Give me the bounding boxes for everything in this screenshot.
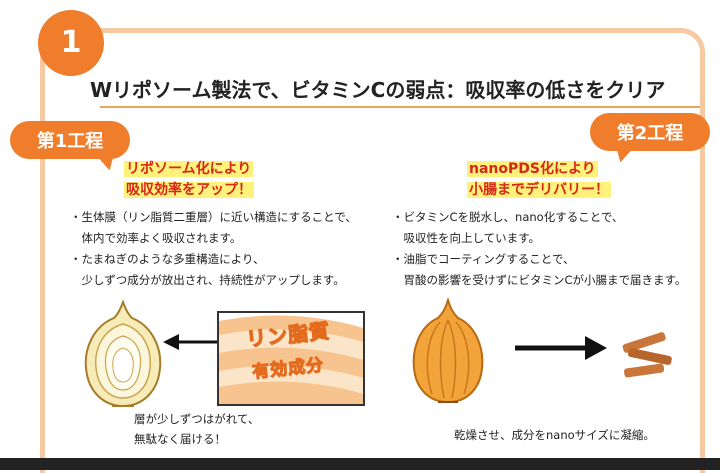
arrow-right-icon [515, 336, 607, 360]
step-number-badge: 1 [38, 10, 104, 76]
step1-caption-line1: 層が少しずつはがれて、 [134, 412, 260, 426]
step2-headline-line2: 小腸までデリバリー！ [467, 182, 611, 198]
step2-bullets: ・ビタミンCを脱水し、nano化することで、 吸収性を向上しています。 ・油脂で… [392, 207, 686, 291]
step2-headline-line1: nanoPDS化により [467, 161, 598, 177]
step1-caption: 層が少しずつはがれて、 無駄なく届ける！ [134, 409, 259, 449]
step1-bullets: ・生体膜（リン脂質二重層）に近い構造にすることで、 体内で効率よく吸収されます。… [70, 207, 357, 291]
step2-caption: 乾燥させ、成分をnanoサイズに凝縮。 [454, 428, 655, 442]
step1-headline-line1: リポソーム化により [124, 161, 254, 177]
step1-caption-line2: 無駄なく届ける！ [134, 432, 226, 446]
dried-sticks-icon [622, 332, 672, 378]
page-title: Wリポソーム製法で、ビタミンCの弱点：吸収率の低さをクリア [90, 78, 666, 102]
list-item: ・油脂でコーティングすることで、 [392, 252, 575, 266]
onion-icon [412, 298, 484, 404]
list-item: ・生体膜（リン脂質二重層）に近い構造にすることで、 [70, 210, 357, 224]
step1-headline-line2: 吸収効率をアップ！ [124, 182, 254, 198]
step2-bubble: 第2工程 [590, 113, 710, 151]
list-item: ・ビタミンCを脱水し、nano化することで、 [392, 210, 624, 224]
layer-bands-icon [219, 315, 363, 404]
list-item: 体内で効率よく吸収されます。 [70, 231, 242, 245]
onion-icon [84, 300, 162, 408]
arrow-left-icon [163, 334, 219, 350]
step2-headline: nanoPDS化により 小腸までデリバリー！ [467, 159, 611, 201]
title-underline [100, 106, 700, 108]
step1-headline: リポソーム化により 吸収効率をアップ！ [124, 159, 254, 201]
content-frame [40, 28, 705, 473]
phospholipid-layer-illustration [217, 311, 365, 406]
list-item: 胃酸の影響を受けずにビタミンCが小腸まで届きます。 [392, 273, 687, 287]
list-item: ・たまねぎのような多重構造により、 [70, 252, 265, 266]
bottom-bar [0, 458, 720, 470]
list-item: 吸収性を向上しています。 [392, 231, 541, 245]
list-item: 少しずつ成分が放出され、持続性がアップします。 [70, 273, 345, 287]
step1-bubble: 第1工程 [10, 121, 130, 159]
